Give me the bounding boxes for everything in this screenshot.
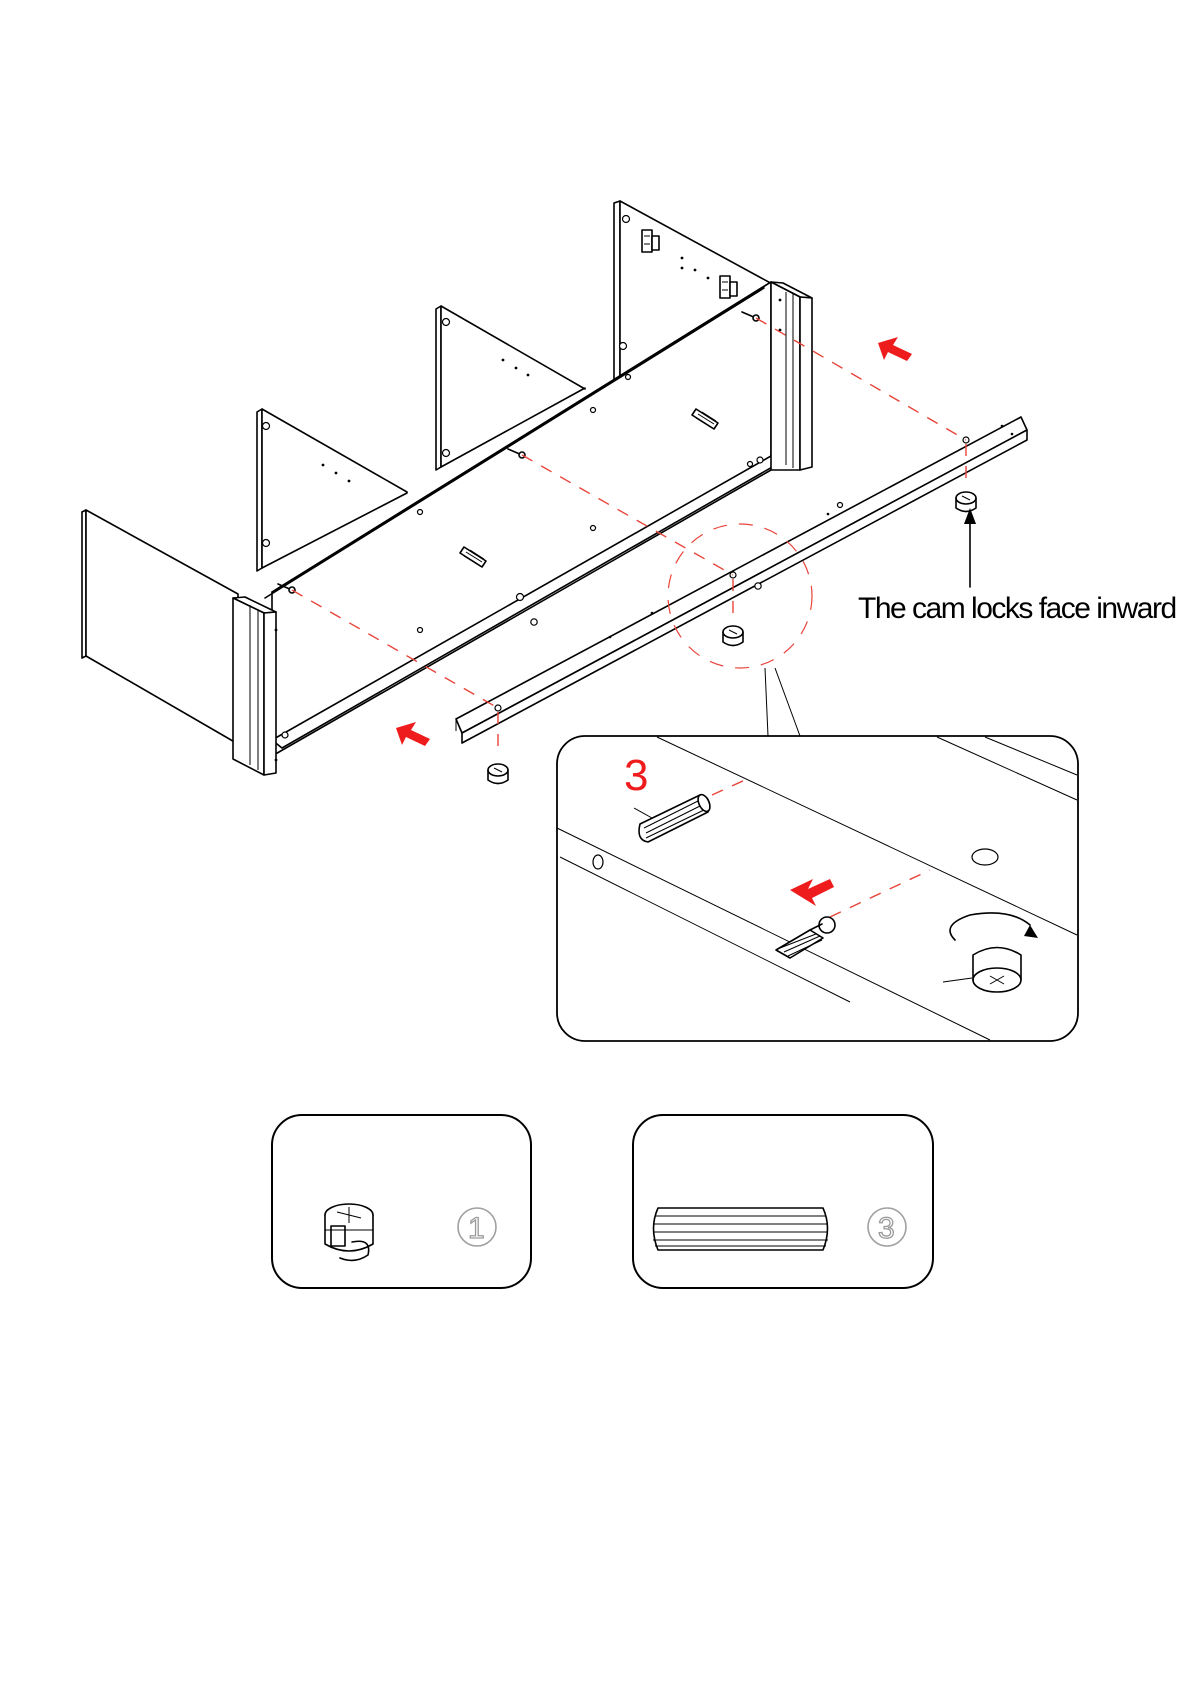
part-panel-3: 3 — [633, 1115, 933, 1288]
cam-lock-callout: The cam locks face inward — [858, 508, 1176, 625]
detail-leader-right — [775, 668, 800, 736]
wooden-dowel-icon — [653, 1208, 828, 1250]
cam-lock-note: The cam locks face inward — [858, 592, 1176, 625]
direction-arrow-top — [878, 337, 912, 361]
part-number-badge-1: 1 — [458, 1208, 496, 1246]
shelf-assembly: The cam locks face inward — [82, 201, 1176, 784]
cam-lock-left — [488, 764, 508, 784]
part-number-badge-3: 3 — [868, 1208, 906, 1246]
front-end-panel — [233, 597, 277, 775]
detail-part-number: 3 — [624, 751, 648, 800]
detail-leader-left — [765, 668, 768, 736]
part-number-1: 1 — [468, 1212, 485, 1245]
right-end-panel — [771, 282, 812, 470]
part-number-3: 3 — [878, 1212, 895, 1245]
direction-arrow-bottom — [396, 722, 430, 746]
cam-lock-middle — [723, 626, 743, 646]
left-end-panel — [82, 510, 238, 744]
cam-lock-right — [956, 492, 976, 512]
detail-view: 3 — [557, 736, 1078, 1041]
part-panel-1: 1 — [272, 1115, 531, 1288]
